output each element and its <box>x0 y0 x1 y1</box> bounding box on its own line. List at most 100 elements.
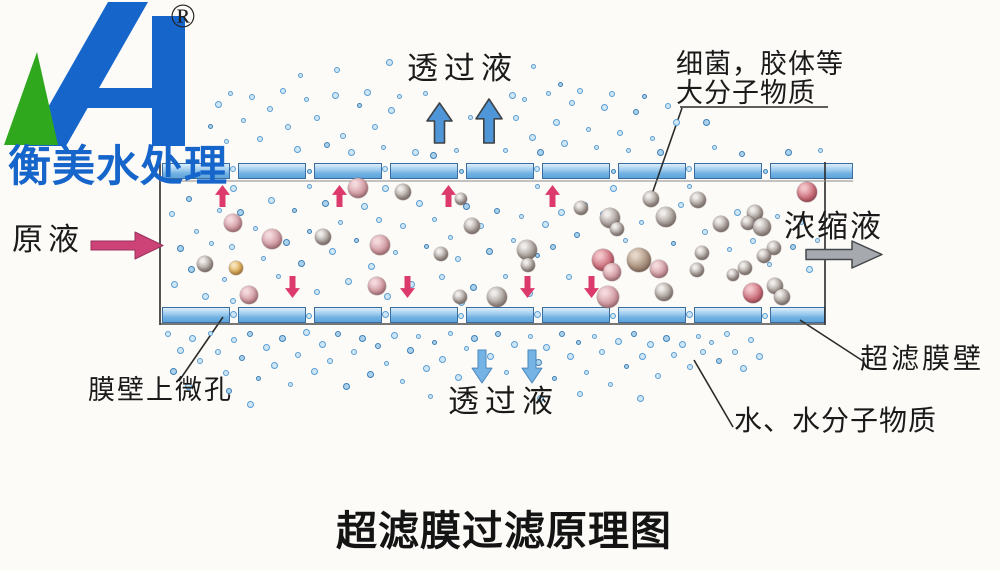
colloid-sphere <box>464 218 480 234</box>
colloid-sphere <box>741 216 755 230</box>
water-molecule-dot <box>671 352 677 358</box>
colloid-sphere <box>695 246 709 260</box>
water-molecule-dot <box>215 349 221 355</box>
water-molecule-dot <box>569 100 575 106</box>
water-molecule-dot <box>533 310 541 318</box>
water-molecule-dot <box>467 114 473 120</box>
colloid-sphere <box>395 184 411 200</box>
water-molecule-dot <box>551 375 557 381</box>
water-molecule-dot <box>165 331 171 337</box>
water-molecule-dot <box>656 148 664 156</box>
water-molecule-dot <box>510 340 518 348</box>
water-molecule-dot <box>726 246 732 252</box>
water-molecule-dot <box>214 100 222 108</box>
permeate-up-arrow <box>475 98 503 144</box>
water-molecule-dot <box>372 124 378 130</box>
colloid-sphere <box>767 241 781 255</box>
water-molecule-dot <box>358 334 366 342</box>
water-molecule-dot <box>422 90 428 96</box>
water-molecule-dot <box>638 352 646 360</box>
water-molecule-dot <box>229 184 237 192</box>
water-molecule-dot <box>559 331 565 337</box>
bacteria-sphere <box>240 286 258 304</box>
water-molecule-dot <box>431 339 437 345</box>
water-molecule-dot <box>363 88 371 96</box>
water-molecule-dot <box>252 225 258 231</box>
water-molecule-dot <box>609 91 615 97</box>
convection-down-arrow <box>284 276 300 298</box>
water-molecule-dot <box>599 349 605 355</box>
water-molecule-dot <box>383 360 389 366</box>
water-molecule-dot <box>566 274 572 280</box>
water-molecule-dot <box>306 168 312 174</box>
water-molecule-dot <box>455 256 461 262</box>
water-molecule-dot <box>356 102 362 108</box>
water-molecule-dot <box>672 118 680 126</box>
water-molecule-dot <box>458 168 464 174</box>
bottom-membrane-segment <box>542 307 610 323</box>
water-molecule-dot <box>297 259 305 267</box>
water-molecule-dot <box>545 90 551 96</box>
water-molecule-dot <box>700 349 706 355</box>
concentrate-label: 浓缩液 <box>784 209 883 244</box>
water-molecule-dot <box>385 58 393 66</box>
bottom-membrane-segment <box>694 307 762 323</box>
water-molecule-dot <box>508 91 516 99</box>
top-membrane-segment <box>238 163 306 179</box>
water-molecule-dot <box>392 249 398 255</box>
water-molecule-dot <box>324 142 330 148</box>
water-molecule-dot <box>503 369 509 375</box>
water-molecule-dot <box>610 168 616 174</box>
water-molecule-dot <box>711 144 717 150</box>
water-molecule-dot <box>552 118 560 126</box>
micropores-label: 膜壁上微孔 <box>88 375 233 405</box>
water-molecule-dot <box>585 126 591 132</box>
water-molecule-dot <box>636 394 644 402</box>
water-molecule-dot <box>314 289 320 295</box>
water-molecule-dot <box>169 211 175 217</box>
colloid-sphere <box>434 247 448 261</box>
water-molecule-dot <box>518 213 524 219</box>
membrane-wall-label: 超滤膜壁 <box>860 344 985 375</box>
water-molecule-dot <box>188 334 196 342</box>
colloid-sphere <box>757 249 771 263</box>
water-molecule-dot <box>766 261 772 267</box>
water-molecule-dot <box>347 148 355 156</box>
bacteria-sphere <box>603 263 621 281</box>
water-molecule-dot <box>257 136 263 142</box>
water-molecule-dot <box>458 313 464 319</box>
water-molecule-dot <box>536 148 544 156</box>
water-molecule-dot <box>327 358 333 364</box>
annotation-line <box>178 316 224 382</box>
water-molecule-dot <box>282 238 290 246</box>
permeate-down-arrow <box>471 349 493 384</box>
water-molecule-dot <box>678 202 684 208</box>
registered-trademark-icon: ® <box>170 0 196 35</box>
water-molecule-dot <box>463 345 469 351</box>
colloid-sphere <box>713 216 729 232</box>
water-molecule-dot <box>739 151 745 157</box>
water-molecule-dot <box>686 166 692 172</box>
water-molecule-dot <box>229 244 235 250</box>
water-molecule-dot <box>566 352 574 360</box>
water-molecule-dot <box>229 310 237 318</box>
water-molecules-label: 水、水分子物质 <box>734 406 938 437</box>
water-molecule-dot <box>383 292 391 300</box>
water-molecule-dot <box>337 219 343 225</box>
water-molecule-dot <box>353 237 359 243</box>
water-molecule-dot <box>462 202 470 210</box>
water-molecule-dot <box>207 123 213 129</box>
water-molecule-dot <box>655 373 661 379</box>
water-molecule-dot <box>306 228 312 234</box>
water-molecule-dot <box>260 255 266 261</box>
water-molecule-dot <box>406 346 414 354</box>
water-molecule-dot <box>577 391 583 397</box>
water-molecule-dot <box>381 184 389 192</box>
water-molecule-dot <box>275 273 281 279</box>
water-molecule-dot <box>646 340 654 348</box>
bacteria-label-line1: 细菌，胶体等 <box>676 49 844 79</box>
permeate-top-label: 透过液 <box>407 51 518 86</box>
colloid-sphere <box>517 240 537 260</box>
